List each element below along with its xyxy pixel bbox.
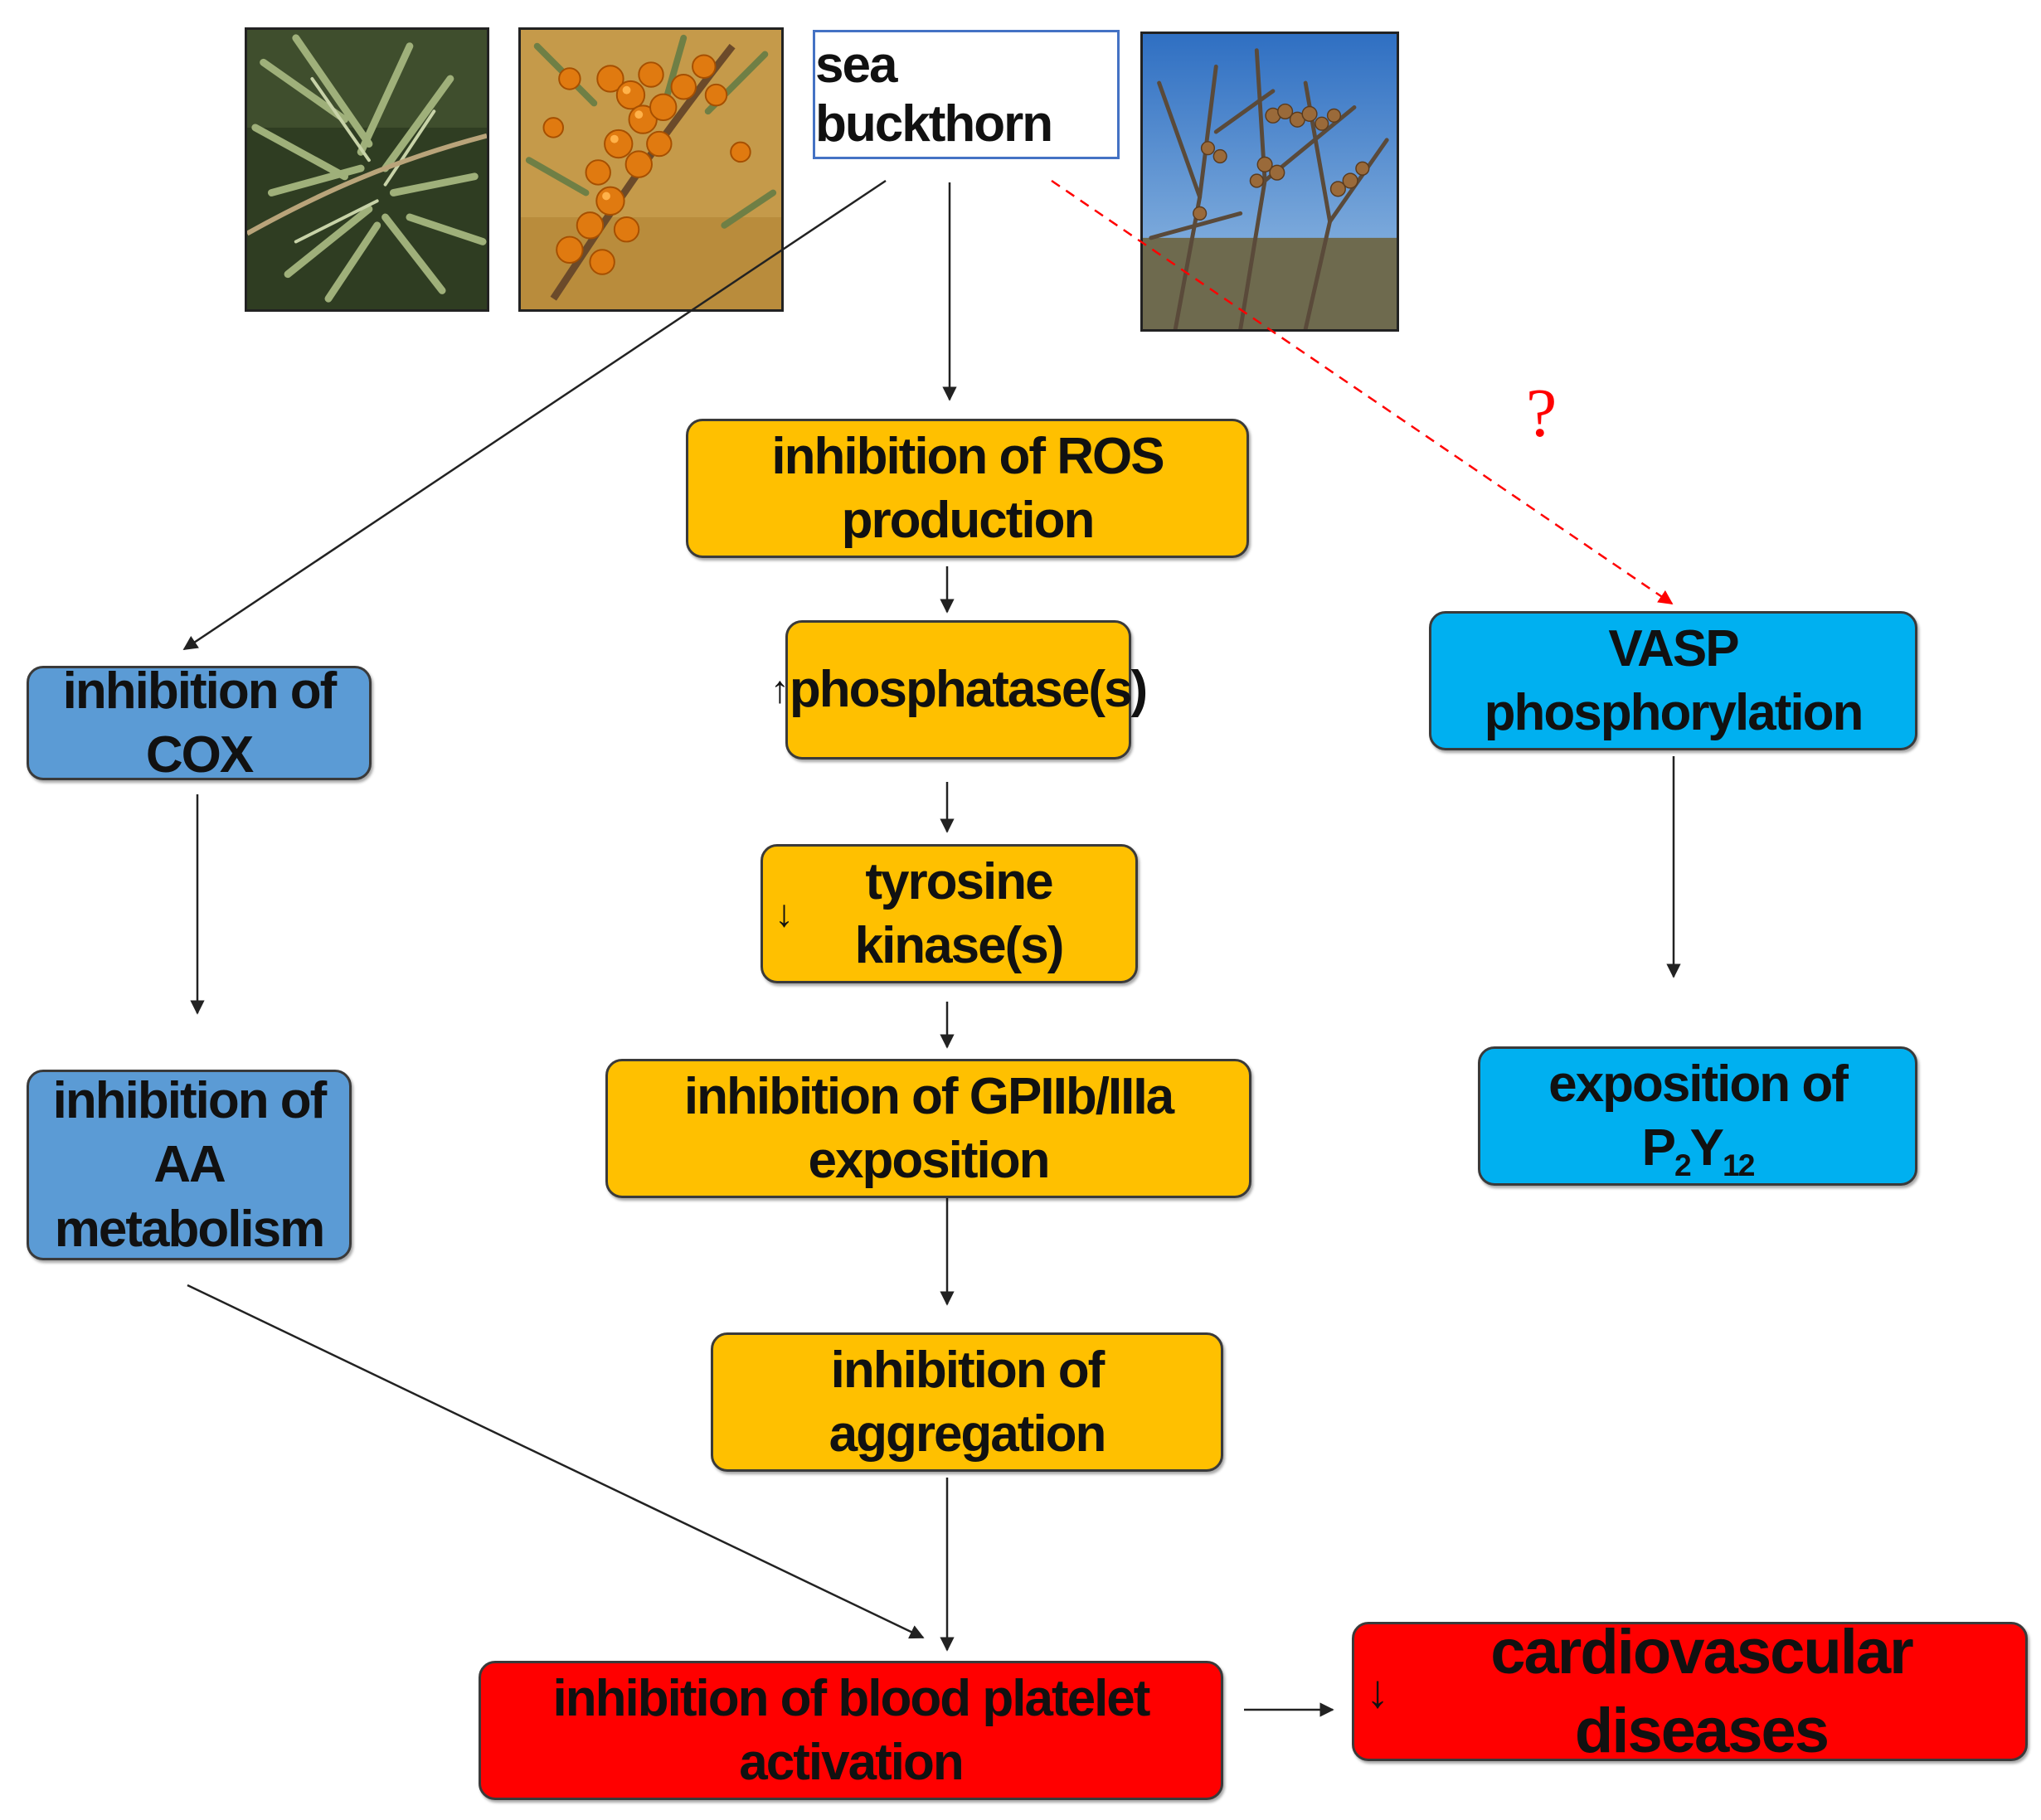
berries-photo [518, 27, 784, 312]
aggregation-node: inhibition of aggregation [711, 1332, 1223, 1472]
arrow-title-to-cox [182, 179, 887, 651]
vasp-node: VASP phosphorylation [1429, 611, 1917, 750]
leaves-photo [245, 27, 489, 312]
ros-node: inhibition of ROS production [686, 419, 1249, 558]
cvd-label: cardiovascular diseases [1490, 1617, 1914, 1766]
dashed-arrow-title-to-vasp [1051, 179, 1674, 605]
cox-node: inhibition of COX [27, 662, 372, 784]
down-arrow-icon: ↓ [1366, 1665, 1389, 1717]
down-arrow-icon: ↓ [775, 891, 794, 935]
gpiib-node: inhibition of GPIIb/IIIa exposition [605, 1059, 1251, 1198]
aa-label-line2: metabolism [54, 1200, 326, 1258]
arrow-aa-to-platelet [187, 1284, 925, 1639]
phosphatase-label: phosphatase(s) [789, 661, 1148, 719]
aa-metabolism-node: inhibition of AA metabolism [27, 1070, 352, 1260]
p2y12-label: exposition of P2Y12 [1548, 1055, 1849, 1183]
cox-label: inhibition of COX [62, 662, 338, 784]
sea-buckthorn-title: sea buckthorn [813, 30, 1120, 159]
cardiovascular-diseases-node: ↓ cardiovascular diseases [1352, 1617, 2028, 1766]
vasp-label: VASP phosphorylation [1484, 619, 1864, 742]
phosphatase-node: ↑ phosphatase(s) [770, 620, 1148, 760]
p2y12-node: exposition of P2Y12 [1478, 1046, 1917, 1186]
platelet-label: inhibition of blood platelet activation [552, 1669, 1151, 1792]
gpiib-label: inhibition of GPIIb/IIIa exposition [683, 1067, 1174, 1190]
aa-label-line1: inhibition of AA [52, 1071, 328, 1194]
up-arrow-icon: ↑ [770, 667, 790, 711]
ros-label: inhibition of ROS production [771, 427, 1164, 550]
tyrosine-node: ↓ tyrosine kinase(s) [761, 844, 1138, 983]
platelet-activation-node: inhibition of blood platelet activation [479, 1661, 1223, 1800]
question-mark: ? [1526, 375, 1557, 452]
aggregation-label: inhibition of aggregation [829, 1341, 1107, 1463]
tyrosine-label: tyrosine kinase(s) [854, 852, 1065, 975]
